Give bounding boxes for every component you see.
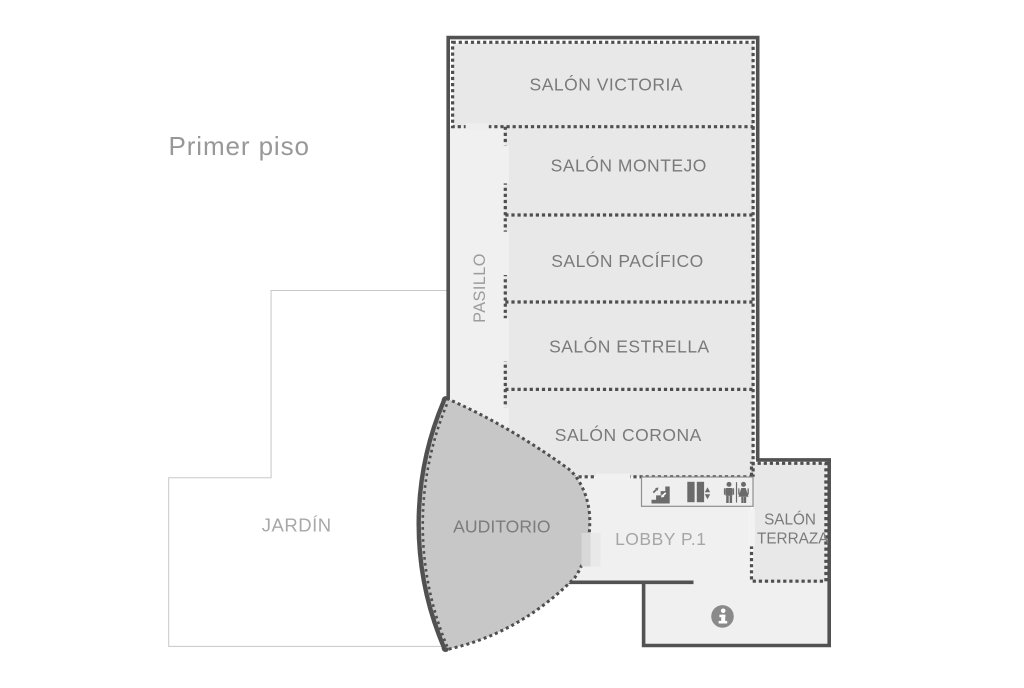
- svg-text:TERRAZA: TERRAZA: [757, 531, 829, 548]
- svg-text:SALÓN ESTRELLA: SALÓN ESTRELLA: [549, 336, 710, 357]
- svg-text:PASILLO: PASILLO: [471, 253, 489, 323]
- svg-text:JARDÍN: JARDÍN: [262, 514, 332, 535]
- svg-text:SALÓN CORONA: SALÓN CORONA: [555, 424, 702, 445]
- svg-text:SALÓN VICTORIA: SALÓN VICTORIA: [530, 74, 684, 95]
- svg-text:LOBBY P.1: LOBBY P.1: [615, 529, 706, 549]
- svg-text:SALÓN PACÍFICO: SALÓN PACÍFICO: [551, 250, 704, 271]
- svg-text:SALÓN: SALÓN: [764, 512, 816, 529]
- svg-text:Primer piso: Primer piso: [169, 131, 310, 161]
- svg-text:SALÓN MONTEJO: SALÓN MONTEJO: [551, 154, 707, 175]
- svg-text:AUDITORIO: AUDITORIO: [453, 516, 550, 536]
